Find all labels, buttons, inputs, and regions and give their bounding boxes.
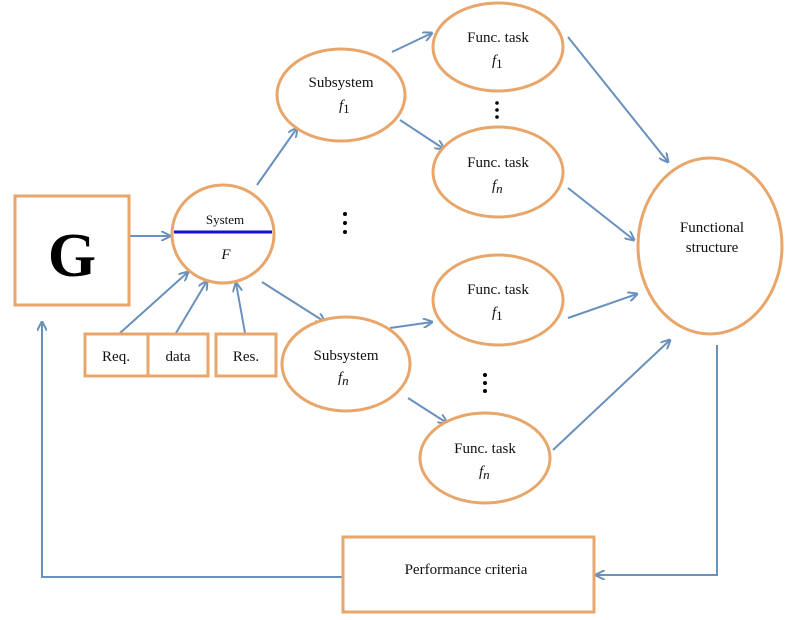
arrow-system-to-subsystem-n xyxy=(261,281,325,322)
task-nb-symbol: fn xyxy=(479,464,490,482)
input-label-res: Res. xyxy=(233,349,259,365)
functional-structure-line2: structure xyxy=(686,240,739,256)
goal-label: G xyxy=(48,222,96,290)
ellipsis-dots xyxy=(343,101,499,393)
task-1-symbol: f1 xyxy=(492,53,503,71)
subsystem-1-symbol: f1 xyxy=(339,98,350,116)
functional-structure-line1: Functional xyxy=(680,220,744,236)
system-node: System F xyxy=(170,183,276,285)
arrow-subn-to-taskn xyxy=(407,397,447,423)
subsystem-n-symbol: fn xyxy=(338,370,349,388)
input-box-res xyxy=(214,332,278,378)
functional-structure-node: Functional structure xyxy=(636,156,784,336)
task-n-symbol: fn xyxy=(492,178,503,196)
arrow-system-to-subsystem-1 xyxy=(256,128,297,186)
arrow-req-to-system xyxy=(119,272,188,334)
task-1b-symbol: f1 xyxy=(492,305,503,323)
arrow-data-to-system xyxy=(175,281,207,334)
input-box-req xyxy=(83,332,150,378)
task-n-title: Func. task xyxy=(467,155,529,171)
arrow-task1b-to-structure xyxy=(567,294,637,319)
task-nb-title: Func. task xyxy=(454,441,516,457)
input-label-data: data xyxy=(166,349,191,365)
arrow-sub1-to-task1 xyxy=(391,33,432,53)
subsystem-1-title: Subsystem xyxy=(308,75,373,91)
subsystem-n-title: Subsystem xyxy=(313,348,378,364)
input-label-req: Req. xyxy=(102,349,130,365)
task-1-title: Func. task xyxy=(467,30,529,46)
goal-box: G xyxy=(13,194,131,307)
task-1b-title: Func. task xyxy=(467,282,529,298)
arrow-tasknb-to-structure xyxy=(552,340,670,451)
system-symbol: F xyxy=(220,247,231,263)
arrow-taskn-to-structure xyxy=(567,187,634,240)
task-nb-node: Func. task fn xyxy=(418,411,552,505)
ellipsis-between-tasks-top xyxy=(495,101,499,119)
ellipsis-between-subsystems xyxy=(343,212,347,234)
performance-criteria-label: Performance criteria xyxy=(405,562,528,578)
ellipsis-between-tasks-bottom xyxy=(483,373,487,393)
performance-criteria-box: Performance criteria xyxy=(341,535,596,614)
subsystem-1-node: Subsystem f1 xyxy=(275,47,407,143)
arrow-performance-to-g xyxy=(42,322,342,578)
task-1b-node: Func. task f1 xyxy=(431,253,565,347)
arrow-res-to-system xyxy=(236,283,246,334)
task-1-node: Func. task f1 xyxy=(431,1,565,93)
subsystem-n-node: Subsystem fn xyxy=(280,315,412,413)
arrow-subn-to-task1 xyxy=(389,322,432,329)
arrow-structure-to-performance xyxy=(596,345,718,575)
input-boxes: Req. data Res. xyxy=(83,332,278,378)
arrow-sub1-to-taskn xyxy=(399,119,444,149)
arrow-task1-to-structure xyxy=(567,36,668,162)
input-box-data xyxy=(146,332,210,378)
task-n-node: Func. task fn xyxy=(431,125,565,219)
system-title: System xyxy=(206,212,244,227)
connectors xyxy=(42,33,718,578)
